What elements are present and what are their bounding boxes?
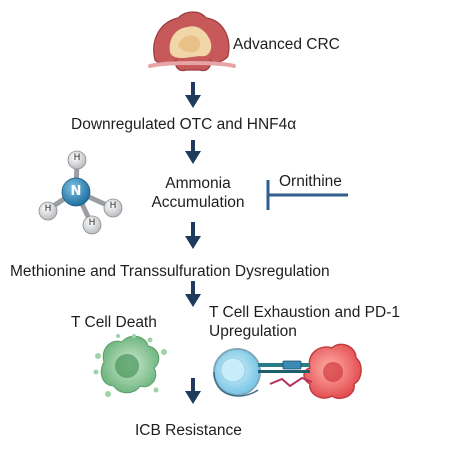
hydrogen-atom-label: H <box>109 201 117 211</box>
t-cell-death-label: T Cell Death <box>71 314 157 331</box>
down-arrow-icon <box>185 82 201 108</box>
ammonia-line-1: Ammonia <box>165 175 231 192</box>
ammonia-accumulation-label: Ammonia Accumulation <box>139 174 257 212</box>
hydrogen-atom-label: H <box>44 204 52 214</box>
t-cell-exhaustion-label: T Cell Exhaustion and PD-1 Upregulation <box>209 303 400 341</box>
downregulated-otc-label: Downregulated OTC and HNF4α <box>71 116 297 133</box>
cancer-cell-icon <box>303 343 362 400</box>
ammonia-line-2: Accumulation <box>151 194 245 211</box>
ammonia-molecule-icon <box>38 150 123 235</box>
ornithine-label: Ornithine <box>279 173 342 190</box>
methionine-label: Methionine and Transsulfuration Dysregul… <box>10 263 330 280</box>
advanced-crc-label: Advanced CRC <box>233 36 340 53</box>
exhaustion-line-1: T Cell Exhaustion and PD-1 <box>209 304 400 321</box>
down-arrow-icon <box>185 222 201 249</box>
pd1-receptor-icon <box>258 360 313 388</box>
exhaustion-line-2: Upregulation <box>209 323 297 340</box>
down-arrow-icon <box>185 140 201 164</box>
inhibition-icon <box>266 180 348 210</box>
hydrogen-atom-label: H <box>88 218 96 228</box>
down-arrow-icon <box>185 281 201 307</box>
t-cell-icon <box>213 348 261 397</box>
hydrogen-atom-label: H <box>73 153 81 163</box>
down-arrow-icon <box>185 378 201 404</box>
nitrogen-atom-label: N <box>70 184 82 199</box>
tumor-icon <box>148 11 236 72</box>
icb-resistance-label: ICB Resistance <box>135 422 242 439</box>
dying-t-cell-icon <box>93 334 167 397</box>
